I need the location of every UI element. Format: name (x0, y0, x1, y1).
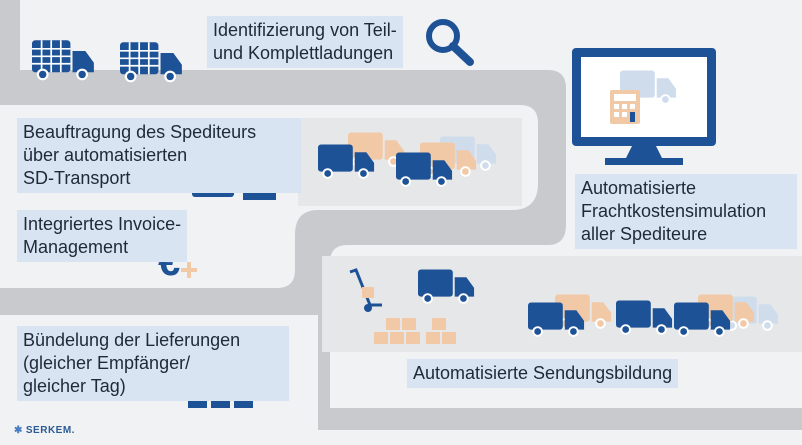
shipment-building-label: Automatisierte Sendungsbildung (407, 359, 679, 388)
freight-simulation-label: Automatisierte Frachtkostensimulation al… (575, 174, 797, 249)
freight-line-1: Automatisierte (581, 178, 697, 198)
brand-name: SERKEM. (25, 425, 75, 436)
boxes-icon (374, 318, 456, 344)
brand-logo: ✱SERKEM. (14, 425, 75, 436)
monitor-calculator-icon (572, 48, 716, 165)
shipment-line-1: Automatisierte Sendungsbildung (413, 363, 673, 383)
bundling-line-2: (gleicher Empfänger/ (23, 353, 191, 373)
bundling-label: Bündelung der Lieferungen (gleicher Empf… (17, 326, 289, 401)
invoice-label: Integriertes Invoice- Management (17, 210, 188, 262)
bundling-line-3: gleicher Tag) (23, 376, 126, 396)
bundling-line-1: Bündelung der Lieferungen (23, 330, 241, 350)
carrier-assignment-label: Beauftragung des Spediteurs über automat… (17, 118, 301, 193)
carrier-line-2: über automatisierten (23, 145, 188, 165)
hand-truck-icon (349, 268, 382, 312)
identification-line-2: und Komplettladungen (213, 43, 394, 63)
identification-line-1: Identifizierung von Teil- (213, 20, 397, 40)
invoice-line-1: Integriertes Invoice- (23, 214, 182, 234)
road (0, 0, 802, 430)
freight-line-3: aller Spediteure (581, 224, 708, 244)
identification-label: Identifizierung von Teil- und Komplettla… (207, 16, 403, 68)
carrier-line-1: Beauftragung des Spediteurs (23, 122, 257, 142)
search-icon (426, 19, 474, 66)
brand-mark-icon: ✱ (14, 425, 23, 436)
invoice-line-2: Management (23, 237, 129, 257)
freight-line-2: Frachtkostensimulation (581, 201, 767, 221)
carrier-line-3: SD-Transport (23, 168, 131, 188)
